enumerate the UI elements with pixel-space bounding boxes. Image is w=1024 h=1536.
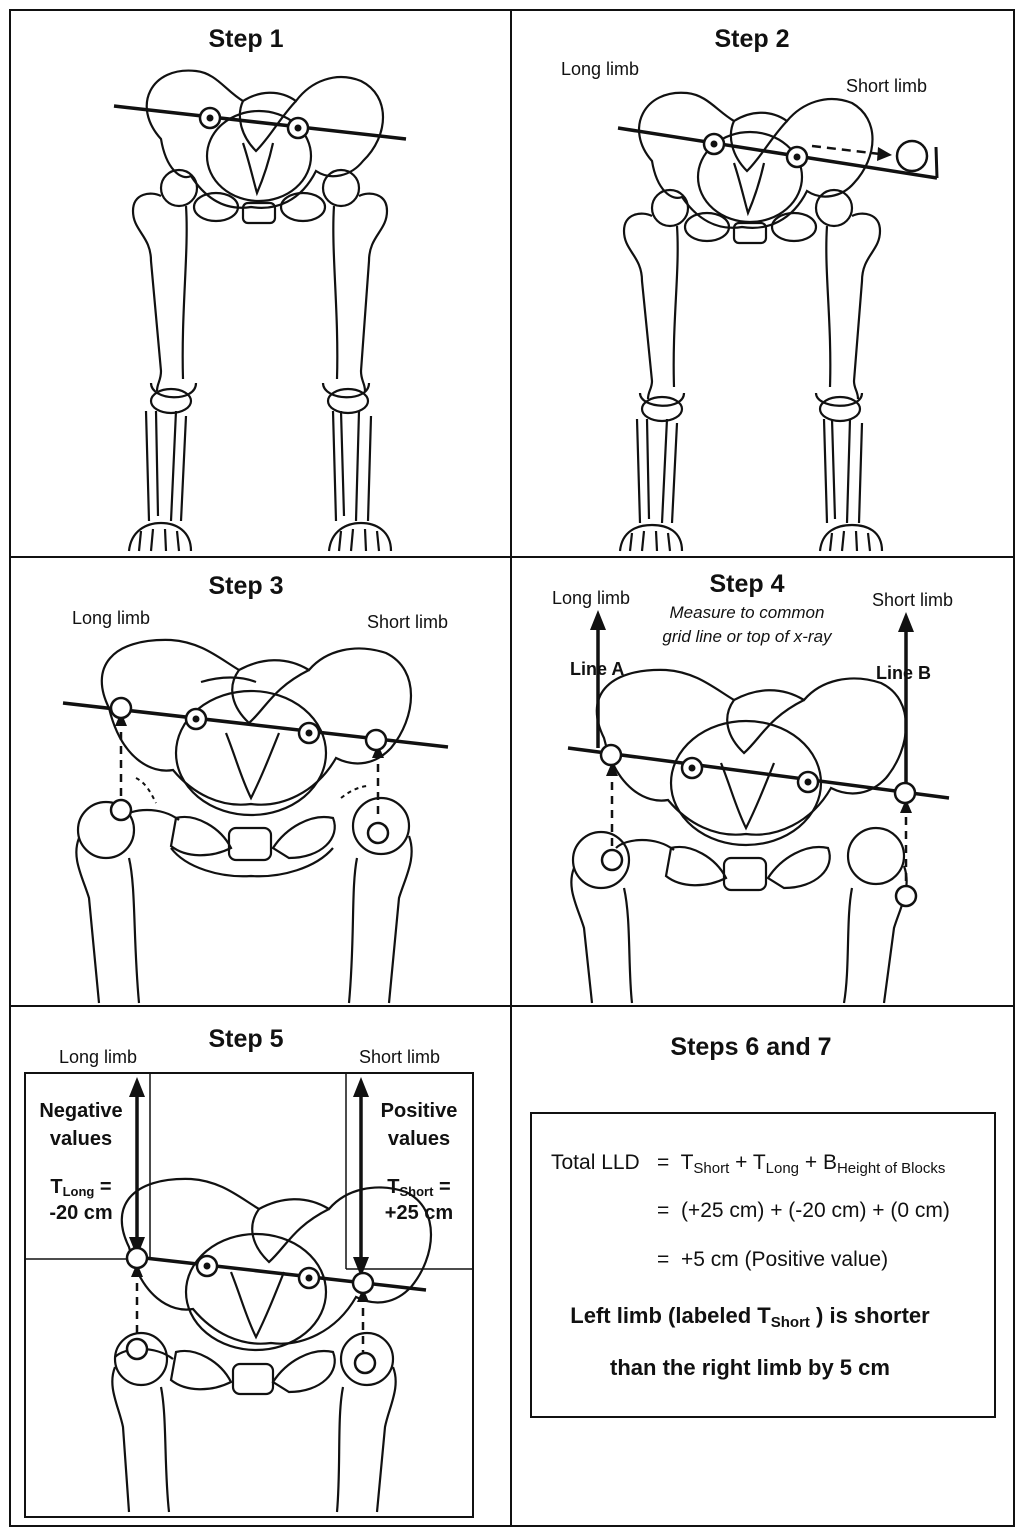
step5-t-short-label: TShort = [387, 1176, 451, 1199]
step1-skeleton-illustration [113, 69, 407, 552]
step2-short-limb-label: Short limb [846, 76, 928, 96]
lld-equation-line3: = +5 cm (Positive value) [657, 1248, 889, 1271]
step2-title: Step 2 [714, 25, 790, 53]
step5-pelvis-illustration [24, 1072, 474, 1518]
vertical-divider [510, 9, 512, 1527]
step3-long-limb-label: Long limb [72, 608, 151, 628]
figure-frame [9, 9, 1015, 1527]
row-divider-1 [9, 556, 1015, 558]
step67-title: Steps 6 and 7 [670, 1033, 832, 1061]
lld-conclusion-line1: Left limb (labeled TShort ) is shorter [570, 1303, 930, 1331]
lld-equation-line2: = (+25 cm) + (-20 cm) + (0 cm) [657, 1199, 950, 1222]
step4-long-limb-label: Long limb [552, 588, 631, 608]
step4-short-limb-label: Short limb [872, 590, 954, 610]
lld-conclusion-line2: than the right limb by 5 cm [610, 1355, 890, 1380]
step4-pelvis-illustration [567, 610, 950, 1004]
step5-negative-line2: values [49, 1128, 113, 1150]
step3-panel: Step 3 Long limb Short limb [11, 558, 510, 1005]
step4-panel: Step 4 Long limb Short limb Measure to c… [512, 558, 1013, 1005]
step1-panel: Step 1 [11, 11, 510, 556]
step5-t-long-label: TLong = [50, 1176, 112, 1199]
step4-title: Step 4 [709, 570, 785, 598]
row-divider-2 [9, 1005, 1015, 1007]
lld-equation-label: Total LLD [551, 1151, 640, 1174]
step2-panel: Step 2 Long limb Short limb [512, 11, 1013, 556]
step5-t-long-value: -20 cm [49, 1202, 113, 1224]
step3-title: Step 3 [208, 572, 284, 600]
lld-calculation-box [530, 1112, 996, 1418]
step5-t-short-value: +25 cm [384, 1202, 454, 1224]
step1-title: Step 1 [208, 25, 284, 53]
step5-panel: Step 5 Long limb Short limb [11, 1007, 510, 1525]
step3-pelvis-illustration [62, 638, 449, 1004]
step5-negative-line1: Negative [39, 1100, 123, 1122]
step2-skeleton-illustration [617, 91, 939, 552]
step5-title: Step 5 [208, 1025, 284, 1053]
step3-short-limb-label: Short limb [367, 612, 449, 632]
step2-long-limb-label: Long limb [561, 59, 640, 79]
step5-short-limb-label: Short limb [359, 1047, 441, 1067]
step5-positive-line1: Positive [380, 1100, 458, 1122]
step4-note-line2: grid line or top of x-ray [662, 627, 832, 646]
lld-equation-line1: = TShort + TLong + BHeight of Blocks [657, 1151, 946, 1177]
step5-positive-line2: values [387, 1128, 451, 1150]
step4-note-line1: Measure to common [669, 603, 825, 622]
step4-line-b-label: Line B [876, 663, 932, 683]
step5-long-limb-label: Long limb [59, 1047, 138, 1067]
